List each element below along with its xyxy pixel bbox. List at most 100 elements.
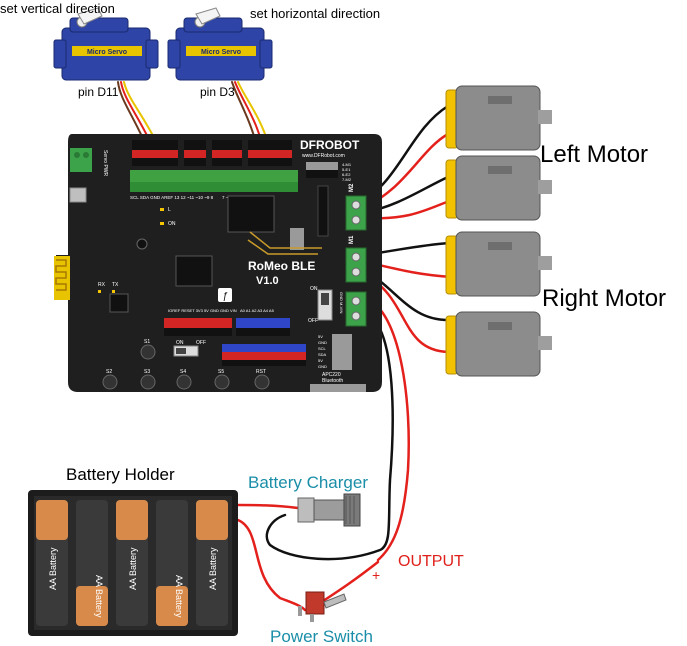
brand-url: www.DFRobot.com	[302, 153, 345, 159]
analog-header	[236, 318, 290, 336]
i2c-header	[332, 334, 352, 370]
m1-label: M1	[349, 235, 355, 244]
brand-logo: DFROBOT	[300, 138, 360, 152]
battery-charger-label: Battery Charger	[248, 473, 368, 492]
analog-expansion-header	[222, 344, 306, 366]
battery-5-label: AA Battery	[208, 547, 218, 590]
motor-4	[445, 311, 552, 377]
mcu-chip	[175, 255, 213, 287]
motor-3	[445, 231, 552, 297]
servo2-caption: set horizontal direction	[250, 6, 380, 21]
svg-text:ƒ: ƒ	[222, 291, 228, 302]
svg-text:SDA: SDA	[318, 352, 327, 357]
reset-button-small	[136, 238, 148, 250]
servo1-caption: set vertical direction	[0, 1, 115, 16]
power-switch-label: Power Switch	[270, 627, 373, 646]
svg-text:GND: GND	[318, 340, 327, 345]
switch-wire-red	[318, 560, 380, 605]
battery-4-label: AA Battery	[174, 575, 184, 618]
left-motor-label: Left Motor	[540, 141, 648, 168]
motor-driver-chip	[227, 195, 275, 233]
jumper-block	[290, 228, 304, 250]
battery-1-label: AA Battery	[48, 547, 58, 590]
servo1-pin-label: pin D11	[78, 85, 119, 99]
led-l-label: L	[168, 207, 171, 213]
micro-servo-1: Micro Servo	[53, 7, 159, 81]
power-chip	[317, 185, 329, 237]
battery-3-label: AA Battery	[128, 547, 138, 590]
btn-s1-label: S1	[144, 339, 150, 345]
svg-text:SCL: SCL	[318, 346, 327, 351]
motor-pin-4: 7-M2	[342, 177, 352, 182]
ble-chip	[109, 293, 129, 313]
battery-5: AA Battery	[196, 500, 228, 626]
apc220-label: APC220	[322, 372, 341, 378]
analog-pin-labels: A0 A1 A2 A3 A4 A5	[240, 308, 275, 313]
battery-charger-jack	[297, 493, 361, 527]
led-rx-label: RX	[98, 282, 106, 288]
servo1-name: Micro Servo	[87, 49, 127, 56]
btn-s3-label: S3	[144, 369, 150, 375]
power-switch	[298, 591, 347, 622]
s-on-label: ON	[176, 340, 184, 346]
usb-port	[69, 187, 87, 203]
bluetooth-header	[310, 384, 366, 392]
btn-s5-label: S5	[218, 369, 224, 375]
right-motor-label: Right Motor	[542, 285, 666, 312]
motor-pin-1: 4-M1	[342, 162, 352, 167]
m1-terminal	[345, 247, 367, 283]
motor-pin-2: 5-E1	[342, 167, 351, 172]
power-slide-switch	[317, 289, 333, 321]
motor-pin-3: 6-E2	[342, 172, 351, 177]
gnd-mvin-label: GND M-VIN	[339, 292, 344, 313]
motor-1	[445, 85, 552, 151]
power-header	[164, 318, 232, 336]
battery-4: AA Battery	[156, 500, 188, 626]
pwm-pin-labels: SCL SDA GND AREF 13 12 ~11 ~10 ~9 8	[130, 195, 214, 200]
status-leds	[98, 208, 164, 293]
m2-label: M2	[349, 183, 355, 192]
sw-on-label: ON	[310, 286, 318, 292]
btn-rst-label: RST	[256, 369, 266, 375]
battery-2: AA Battery	[76, 500, 108, 626]
power-input-terminal	[345, 291, 367, 327]
m2-terminal	[345, 195, 367, 231]
board-version: V1.0	[256, 275, 279, 287]
plus-label: +	[372, 567, 380, 583]
power-wire-black	[265, 315, 394, 561]
dfrobot-logo-badge	[218, 288, 232, 302]
motor-2	[445, 155, 552, 221]
board-model: RoMeo BLE	[248, 259, 315, 273]
output-label: OUTPUT	[398, 553, 464, 570]
battery-wire-red-2	[236, 518, 307, 612]
sw-off-label: OFF	[308, 318, 318, 324]
servo-pwr-terminal	[70, 148, 92, 172]
servo-pwr-label: Servo PWR	[102, 150, 108, 177]
led-on-label: ON	[168, 221, 176, 227]
battery-2-label: AA Battery	[94, 575, 104, 618]
romeo-ble-board: Servo PWR SCL SDA GND AREF 13 12 ~11 ~10…	[54, 134, 382, 392]
svg-text:GND: GND	[318, 364, 327, 369]
ble-antenna	[54, 256, 70, 300]
power-wire-red	[370, 300, 410, 562]
servo2-name: Micro Servo	[201, 49, 241, 56]
user-buttons	[102, 344, 270, 390]
s-off-label: OFF	[196, 340, 206, 346]
btn-s4-label: S4	[180, 369, 186, 375]
power-pin-labels: IOREF RESET 3V3 5V GND GND VIN	[168, 308, 237, 313]
led-tx-label: TX	[112, 282, 119, 288]
btn-s2-label: S2	[106, 369, 112, 375]
battery-1: AA Battery	[36, 500, 68, 626]
bluetooth-label: Bluetooth	[322, 378, 343, 384]
servo2-pin-label: pin D3	[200, 85, 235, 99]
battery-3: AA Battery	[116, 500, 148, 626]
battery-wire-red	[236, 503, 300, 510]
digital-header-top	[130, 140, 298, 192]
svg-text:5V: 5V	[318, 334, 323, 339]
micro-servo-2: Micro Servo	[167, 7, 273, 81]
motor-control-pins	[306, 162, 338, 178]
svg-text:5V: 5V	[318, 358, 323, 363]
side-labels: 5V GND SCL SDA 5V GND	[318, 334, 327, 369]
battery-holder-label: Battery Holder	[66, 465, 175, 484]
